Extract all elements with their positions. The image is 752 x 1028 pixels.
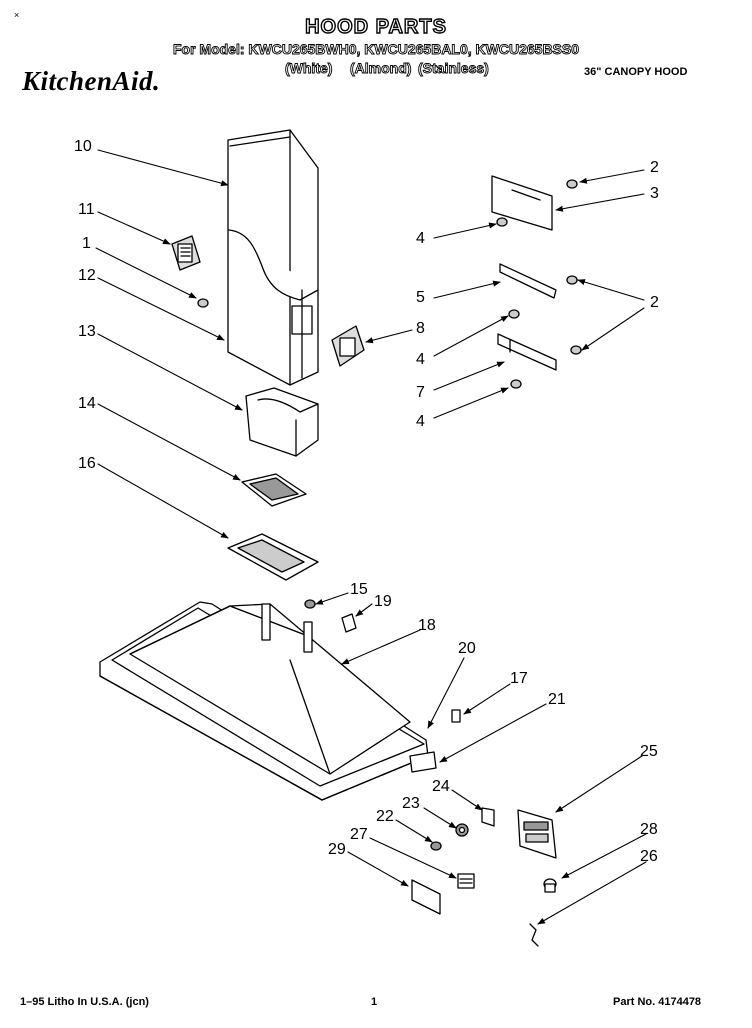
bracket-part-3 — [491, 175, 578, 231]
callout-27: 27 — [350, 826, 368, 843]
callout-22: 22 — [376, 808, 394, 825]
brand-logo: KitchenAid. — [22, 66, 161, 96]
grille-part-11 — [171, 235, 201, 271]
callout-21: 21 — [548, 691, 566, 708]
bulb-part-26 — [529, 923, 539, 947]
callout-11: 11 — [78, 201, 95, 218]
switch-part-27 — [457, 873, 475, 889]
rail-part-21 — [409, 751, 437, 773]
page-title: HOOD PARTS — [304, 15, 447, 38]
callout-13: 13 — [78, 323, 96, 340]
callout-1: 1 — [82, 235, 91, 252]
callout-19: 19 — [374, 593, 392, 610]
screw-part-15 — [304, 599, 316, 609]
callout-7: 7 — [416, 384, 425, 401]
callout-4-middle: 4 — [416, 351, 425, 368]
bracket-part-5 — [499, 263, 578, 319]
callout-4-bottom: 4 — [416, 413, 425, 430]
callout-15: 15 — [350, 581, 368, 598]
part-24 — [481, 807, 495, 827]
color-almond-label: (Almond) — [350, 60, 412, 77]
callout-2-top: 2 — [650, 159, 659, 176]
callout-20: 20 — [458, 640, 476, 657]
filter-part-16 — [227, 533, 319, 581]
callout-28: 28 — [640, 821, 658, 838]
screw-part-1 — [197, 298, 209, 308]
callout-24: 24 — [432, 778, 450, 795]
panel-part-29 — [411, 879, 441, 915]
callout-18: 18 — [418, 617, 436, 634]
transition-part-13 — [245, 387, 319, 457]
callout-8: 8 — [416, 320, 425, 337]
color-stainless-label: (Stainless) — [418, 60, 490, 77]
litho-note: 1–95 Litho In U.S.A. (jcn) — [20, 996, 149, 1008]
grille-part-8 — [331, 325, 365, 367]
callout-2-middle: 2 — [650, 294, 659, 311]
part-number: Part No. 4174478 — [613, 996, 702, 1008]
socket-part-28 — [543, 878, 557, 893]
callout-10: 10 — [74, 138, 92, 155]
callout-14: 14 — [78, 395, 96, 412]
switch-housing-part-25 — [517, 809, 557, 859]
callout-26: 26 — [640, 848, 658, 865]
corner-mark: × — [14, 10, 20, 20]
knob-part-23 — [455, 823, 469, 837]
model-list: For Model: KWCU265BWH0, KWCU265BAL0, KWC… — [172, 41, 580, 58]
clip-part-17 — [451, 709, 461, 723]
product-name: 36" CANOPY HOOD — [584, 66, 688, 78]
callout-25: 25 — [640, 743, 658, 760]
duct-cover-part — [227, 129, 319, 386]
callout-3: 3 — [650, 185, 659, 202]
callout-23: 23 — [402, 795, 420, 812]
callout-12: 12 — [78, 267, 96, 284]
callout-5: 5 — [416, 289, 425, 306]
bracket-part-7 — [497, 333, 582, 389]
callout-16: 16 — [78, 455, 96, 472]
screw-part-22 — [430, 841, 442, 851]
callout-4-top: 4 — [416, 230, 425, 247]
callout-29: 29 — [328, 841, 346, 858]
color-white-label: (White) — [285, 60, 333, 77]
callout-17: 17 — [510, 670, 528, 687]
clip-part-19 — [341, 613, 357, 633]
leader-lines — [95, 149, 647, 925]
page-number: 1 — [371, 996, 378, 1008]
part-14 — [241, 473, 307, 507]
canopy-hood-part-18 — [99, 601, 429, 801]
